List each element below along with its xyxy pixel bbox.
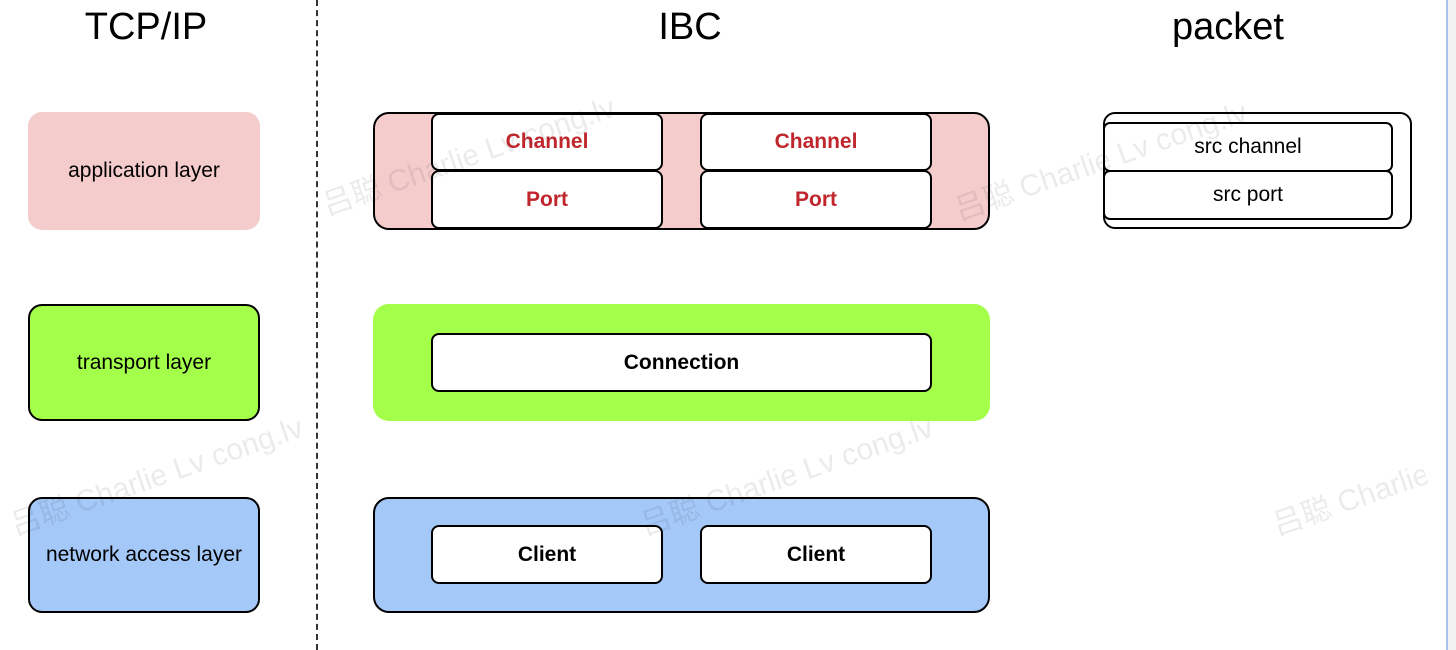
right-channel-label: Channel [774, 130, 858, 153]
right-channel-box: Channel [700, 113, 932, 171]
right-port-box: Port [700, 170, 932, 229]
window-right-edge [1446, 0, 1456, 650]
right-client-box: Client [700, 525, 932, 584]
transport-layer-label: transport layer [76, 350, 212, 374]
src-port-box: src port [1103, 170, 1393, 220]
right-client-label: Client [786, 542, 846, 566]
connection-box: Connection [431, 333, 932, 392]
watermark: 吕聪 Charlie Lv cong.lv [1268, 450, 1432, 543]
left-channel-box: Channel [431, 113, 663, 171]
application-layer-label: application layer [68, 159, 220, 182]
application-layer-box: application layer [28, 112, 260, 230]
left-port-label: Port [526, 187, 568, 211]
left-channel-label: Channel [505, 130, 589, 153]
transport-layer-box: transport layer [28, 304, 260, 421]
left-client-label: Client [517, 542, 577, 566]
network-access-layer-box: network access layer [28, 497, 260, 613]
tcpip-column-title: TCP/IP [84, 6, 208, 48]
packet-column-title: packet [1172, 6, 1284, 48]
network-access-layer-label: network access layer [45, 543, 243, 566]
right-port-label: Port [795, 187, 837, 211]
src-channel-label: src channel [1194, 135, 1302, 158]
src-channel-box: src channel [1103, 122, 1393, 172]
src-port-label: src port [1212, 183, 1283, 206]
connection-label: Connection [623, 350, 740, 374]
ibc-column-title: IBC [658, 6, 722, 48]
column-divider [316, 0, 318, 650]
left-port-box: Port [431, 170, 663, 229]
left-client-box: Client [431, 525, 663, 584]
